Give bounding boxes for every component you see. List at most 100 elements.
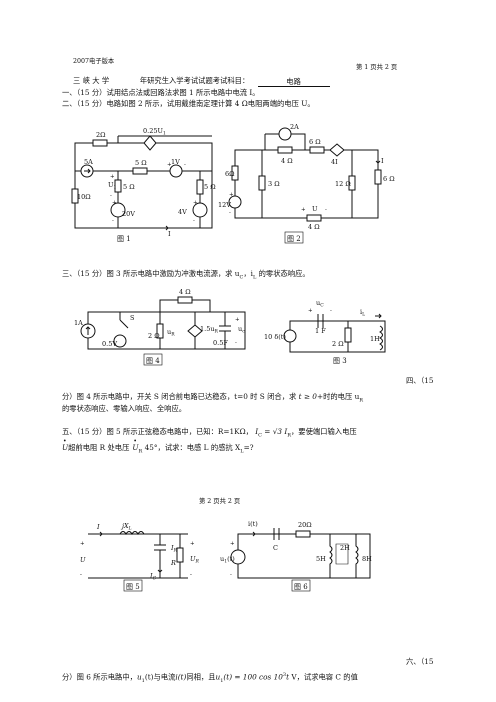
fig5-label-r: R: [170, 559, 176, 567]
svg-text:+: +: [167, 162, 172, 168]
fig6-label-8h: 8H: [362, 555, 372, 563]
q5-text-e: =?: [243, 443, 254, 452]
svg-text:-: -: [184, 162, 186, 168]
question-4-line1: 分）图 4 所示电路中，开关 S 闭合前电路已达稳态，t=0 时 S 闭合，求 …: [62, 392, 363, 405]
fig4-label-15ur: 1.5uR: [200, 325, 219, 335]
fig5-caption: 图 5: [126, 583, 140, 591]
fig2-label-current-i: I: [381, 157, 384, 165]
q6-text-b: (t)与电流: [144, 672, 176, 682]
fig6-label-20ohm: 20Ω: [298, 521, 312, 529]
question-4-head: 四、（15: [406, 376, 434, 385]
fig5-label-ur: UR: [190, 555, 199, 565]
subject-name: 电路: [286, 77, 301, 86]
fig1-caption: 图 1: [117, 235, 131, 243]
question-1: 一、（15 分）试用结点法或回路法求图 1 所示电路中电流 I。: [62, 88, 260, 97]
svg-text:-: -: [229, 210, 231, 216]
fig1-label-2ohm: 2Ω: [96, 131, 106, 139]
subject-field: 电路: [257, 77, 330, 87]
fig6-caption: 图 6: [294, 583, 308, 591]
question-5-line1: 五、（15 分）图 5 所示正弦稳态电路中，已知：R=1KΩ， IC = √3 …: [62, 427, 357, 440]
fig2-label-4i: 4I: [331, 158, 338, 166]
q3-text-b: ，i: [243, 269, 253, 278]
fig3-label-uc: uC: [316, 299, 324, 309]
q4-text-a: 分）图 4 所示电路中，开关 S 闭合前电路已达稳态，t=0 时 S 闭合，求: [62, 392, 297, 401]
fig1-label-5ohm-right: 5 Ω: [204, 183, 216, 191]
q6-eq-u: u: [215, 672, 221, 682]
fig2-label-12ohm: 12 Ω: [335, 180, 351, 188]
fig2-label-12v: 12V: [218, 201, 231, 209]
q5-text-b: ，要使端口输入电压: [291, 427, 357, 436]
svg-text:+: +: [112, 200, 117, 206]
fig3-label-2ohm: 2 Ω: [332, 340, 344, 348]
svg-text:+: +: [301, 207, 306, 213]
q6-eq-exp: 3: [282, 672, 287, 678]
fig2-label-2a: 2A: [290, 123, 299, 131]
fig3-label-1h: 1H: [370, 335, 380, 343]
svg-text:+: +: [308, 308, 313, 314]
question-6-head: 六、（15: [406, 657, 434, 666]
fig4-label-4ohm: 4 Ω: [179, 288, 191, 296]
fig2-label-u: U: [312, 205, 318, 213]
question-6-line1: 分）图 6 所示电路中，u1(t)与电流i(t)同相，且u1(t) = 100 …: [62, 670, 358, 686]
fig4-label-switch: S: [130, 314, 134, 322]
fig1-label-4v: 4V: [178, 208, 187, 216]
svg-text:-: -: [80, 572, 82, 578]
fig2-label-6ohm-top: 6 Ω: [309, 138, 321, 146]
fig2-caption: 图 2: [287, 235, 301, 243]
q6-u-sub: 1: [141, 677, 145, 684]
q4-sub: R: [359, 397, 364, 404]
q5-text-c: 超前电阻 R 处电压: [68, 443, 130, 452]
fig1-label-ccvs: 0.25U1: [143, 127, 166, 137]
fig2-label-3ohm: 3 Ω: [268, 180, 280, 188]
svg-text:-: -: [325, 207, 327, 213]
fig1-label-current-i: I: [168, 230, 171, 238]
q4-text-b: +时的电压 u: [316, 392, 360, 401]
q6-eq-t: t: [286, 672, 290, 682]
svg-text:-: -: [112, 218, 114, 224]
question-4-line2: 的零状态响应、零输入响应、全响应。: [62, 404, 187, 413]
svg-text:+: +: [110, 174, 115, 180]
svg-text:-: -: [193, 218, 195, 224]
q5-u: •U: [62, 438, 69, 452]
fig1-label-u1: U1: [108, 181, 116, 191]
page-number-2: 第 2 页共 2 页: [199, 498, 241, 505]
q5-ur: •U: [132, 438, 139, 452]
fig4-label-ur: uR: [167, 328, 175, 338]
fig1-label-10ohm: 10Ω: [77, 193, 91, 201]
q5-xl-sub: L: [240, 448, 244, 455]
svg-text:-: -: [230, 572, 232, 578]
svg-text:+: +: [235, 317, 240, 323]
fig3-caption: 图 3: [333, 357, 347, 365]
q4-condition: t ≥ 0: [298, 392, 317, 401]
fig6-label-it: i(t): [248, 520, 258, 528]
school-name: 三 峡 大 学: [73, 76, 110, 85]
question-3: 三、（15 分）图 3 所示电路中激励为冲激电流源，求 uC，iL 的零状态响应…: [62, 269, 310, 282]
q3-text-a: 三、（15 分）图 3 所示电路中激励为冲激电流源，求 u: [62, 269, 240, 278]
fig1-label-1v: 1V: [171, 158, 180, 166]
fig5-label-ic: IC: [149, 572, 157, 582]
q6-eq-sub: 1: [220, 677, 224, 684]
q3-sub-c: C: [239, 274, 244, 281]
fig3-label-il: iL: [360, 308, 365, 318]
svg-text:-: -: [110, 193, 112, 199]
q5-ic: I: [255, 427, 259, 436]
fig4-label-2ohm: 2 Ω: [148, 332, 160, 340]
fig2-label-6ohm-left: 6Ω: [225, 170, 235, 178]
q3-sub-l: L: [252, 274, 257, 281]
fig2-label-4ohm-top: 4 Ω: [281, 157, 293, 165]
fig6-label-5h: 5H: [316, 555, 326, 563]
fig3-label-1f: 1 F: [315, 327, 326, 335]
question-5-line2: •U超前电阻 R 处电压•UR 45°，试求：电感 L 的感抗 XL=?: [62, 438, 254, 456]
fig4-caption: 图 4: [146, 357, 160, 365]
q6-eq-rest: (t) = 100 cos 10: [223, 672, 283, 682]
fig5-label-u: U: [80, 556, 86, 564]
q5-ic-sub: C: [258, 432, 262, 439]
fig6-label-u1: u1(t): [220, 555, 235, 565]
fig5-label-ir: IR: [170, 544, 178, 554]
fig4-label-05v: 0.5V: [102, 340, 117, 348]
q6-text-c: 同相，且: [186, 672, 216, 682]
svg-text:+: +: [193, 200, 198, 206]
question-2: 二、（15 分）电路如图 2 所示，试用戴维南定理计算 4 Ω电阻两端的电压 U…: [62, 99, 315, 108]
exam-title-line: 三 峡 大 学 年研究生入学考试试题考试科目： 电路: [73, 76, 330, 87]
fig5-label-jxl: jXL: [120, 522, 132, 532]
